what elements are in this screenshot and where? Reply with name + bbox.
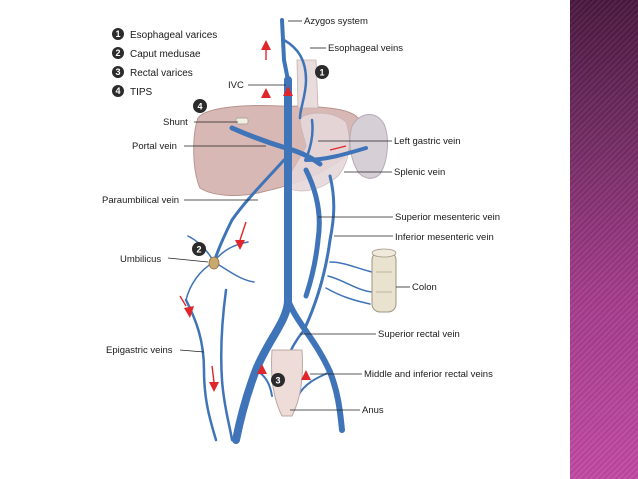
epigastric-vessel-left (184, 298, 218, 442)
flow-arrow-icon (283, 86, 293, 96)
legend-label: Esophageal varices (130, 30, 217, 41)
colon-branch-2 (327, 275, 373, 293)
umbilicus-shape (208, 256, 220, 270)
colon-branch-3 (325, 287, 371, 305)
colon-shape (371, 248, 397, 313)
label-epigastric-veins: Epigastric veins (106, 345, 173, 356)
umbilical-plexus-1 (185, 261, 215, 301)
legend-marker-3 (112, 66, 124, 78)
decorative-side-panel (570, 0, 638, 479)
legend-label: Rectal varices (130, 68, 193, 79)
marker-1: 1 (315, 65, 329, 79)
stomach-shape (285, 112, 350, 192)
label-inferior-mesenteric-vein: Inferior mesenteric vein (395, 232, 494, 243)
legend-marker-4 (112, 85, 124, 97)
flow-arrow-shaft (179, 295, 187, 307)
legend-item-tips: 4 TIPS (112, 85, 153, 98)
legend-item-rectal-varices: 3 Rectal varices (112, 66, 193, 79)
label-splenic-vein: Splenic vein (394, 167, 445, 178)
label-anus: Anus (362, 405, 384, 416)
marker-2: 2 (192, 242, 206, 256)
legend-number: 3 (115, 67, 120, 77)
labels: Azygos system Esophageal veins IVC Shunt… (102, 16, 500, 416)
azygos-vessel (280, 18, 290, 82)
tips-shunt-stent (235, 117, 249, 125)
legend-item-caput-medusae: 2 Caput medusae (112, 47, 201, 60)
flow-arrow-icon (257, 364, 267, 374)
splenic-vein-vessel (304, 146, 368, 162)
superior-mesenteric-vessel (303, 167, 322, 299)
label-left-gastric-vein: Left gastric vein (394, 136, 461, 147)
flow-arrow-icon (261, 88, 271, 98)
flow-arrow-icon (184, 306, 194, 318)
flow-arrow-icon (301, 370, 311, 380)
paraumbilical-vessel (212, 158, 286, 264)
esophageal-vein-vessel (282, 38, 308, 120)
flow-arrows (179, 40, 347, 392)
label-superior-rectal-vein: Superior rectal vein (378, 329, 460, 340)
svg-text:2: 2 (196, 245, 201, 255)
flow-arrow-icon (261, 40, 271, 50)
spleen-shape (349, 114, 388, 179)
legend-number: 1 (115, 29, 120, 39)
label-colon: Colon (412, 282, 437, 293)
legend-label: Caput medusae (130, 49, 201, 60)
left-gastric-vein-vessel (304, 118, 314, 162)
label-ivc: IVC (228, 80, 244, 91)
legend: 1 Esophageal varices 2 Caput medusae 3 R… (112, 28, 217, 98)
legend-item-esophageal-varices: 1 Esophageal varices (112, 28, 217, 41)
epigastric-vessel-right (219, 288, 234, 442)
flow-arrow-shaft (329, 145, 347, 151)
svg-text:3: 3 (275, 376, 280, 386)
legend-marker-1 (112, 28, 124, 40)
label-shunt: Shunt (163, 117, 188, 128)
esophagus-shape (296, 59, 319, 109)
label-superior-mesenteric-vein: Superior mesenteric vein (395, 212, 500, 223)
flow-arrow-icon (235, 240, 245, 250)
label-middle-inferior-rectal-veins: Middle and inferior rectal veins (364, 369, 493, 380)
umbilical-plexus-2 (213, 261, 255, 283)
legend-marker-2 (112, 47, 124, 59)
label-paraumbilical-vein: Paraumbilical vein (102, 195, 179, 206)
svg-text:1: 1 (319, 68, 324, 78)
legend-number: 4 (115, 86, 120, 96)
colon-branch-1 (329, 261, 373, 273)
svg-text:4: 4 (197, 102, 202, 112)
flow-arrow-shaft (239, 221, 247, 241)
label-portal-vein: Portal vein (132, 141, 177, 152)
legend-number: 2 (115, 48, 120, 58)
rectal-vessel-right (297, 371, 331, 397)
label-esophageal-veins: Esophageal veins (328, 43, 403, 54)
marker-4: 4 (193, 99, 207, 113)
marker-3: 3 (271, 373, 285, 387)
flow-arrow-icon (209, 382, 219, 392)
flow-arrow-shaft (211, 365, 215, 383)
inferior-mesenteric-vessel (302, 174, 336, 332)
legend-label: TIPS (130, 87, 153, 98)
label-umbilicus: Umbilicus (120, 254, 161, 265)
label-azygos-system: Azygos system (304, 16, 368, 27)
